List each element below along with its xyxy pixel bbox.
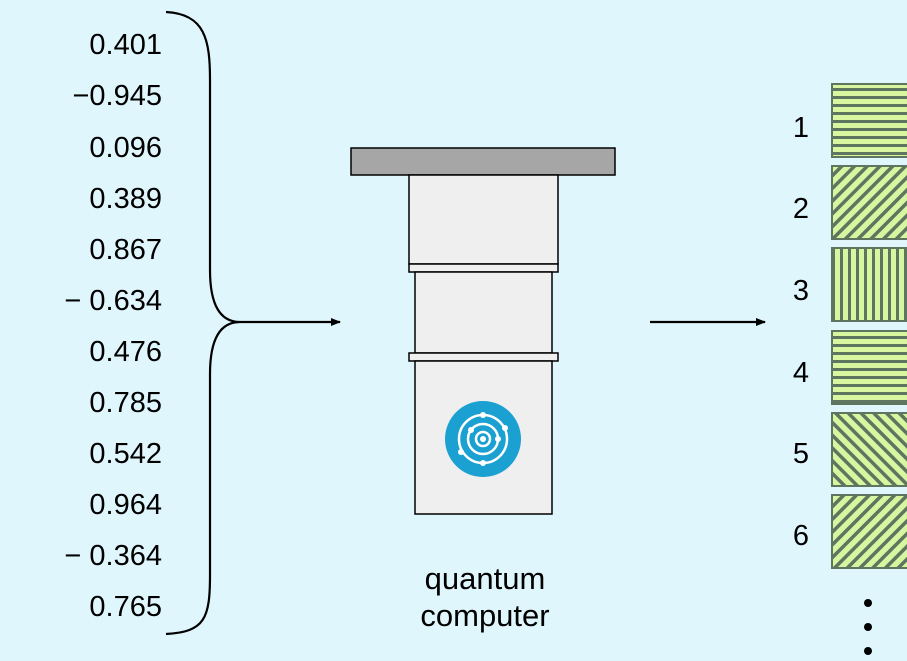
- input-value: 0.867: [89, 234, 162, 266]
- output-label: 3: [792, 275, 810, 307]
- output-tile-5: [831, 412, 907, 487]
- output-tiles: [831, 83, 907, 569]
- input-value: − 0.634: [64, 285, 162, 317]
- computer-upper-section: [408, 174, 559, 265]
- computer-ring-lower: [408, 352, 559, 362]
- output-tile-2: [831, 165, 907, 240]
- output-label: 4: [792, 357, 810, 389]
- output-label: 6: [792, 520, 810, 552]
- input-value: 0.765: [89, 591, 162, 623]
- input-value: − 0.364: [64, 540, 162, 572]
- input-value: 0.389: [89, 183, 162, 215]
- output-tile-3: [831, 247, 907, 322]
- input-value: 0.964: [89, 489, 162, 521]
- output-label: 2: [792, 193, 810, 225]
- atom-icon: [445, 401, 521, 477]
- input-value: 0.785: [89, 387, 162, 419]
- curly-brace: [165, 10, 241, 636]
- output-label: 5: [792, 438, 810, 470]
- output-tile-1: [831, 83, 907, 158]
- caption-line-2: computer: [420, 598, 550, 634]
- computer-ring-upper: [408, 263, 559, 273]
- caption-line-1: quantum: [424, 561, 546, 596]
- computer-caption: quantum computer: [360, 560, 610, 634]
- computer-top-plate: [350, 147, 616, 176]
- input-value: 0.401: [89, 29, 162, 61]
- quantum-computer: [350, 147, 616, 515]
- output-tile-4: [831, 330, 907, 405]
- input-value: −0.945: [72, 80, 162, 112]
- computer-middle-section: [414, 271, 553, 354]
- ellipsis-dots: [864, 599, 872, 655]
- output-label: 1: [792, 112, 810, 144]
- input-value: 0.476: [89, 336, 162, 368]
- input-value: 0.542: [89, 438, 162, 470]
- input-value: 0.096: [89, 132, 162, 164]
- output-tile-6: [831, 494, 907, 569]
